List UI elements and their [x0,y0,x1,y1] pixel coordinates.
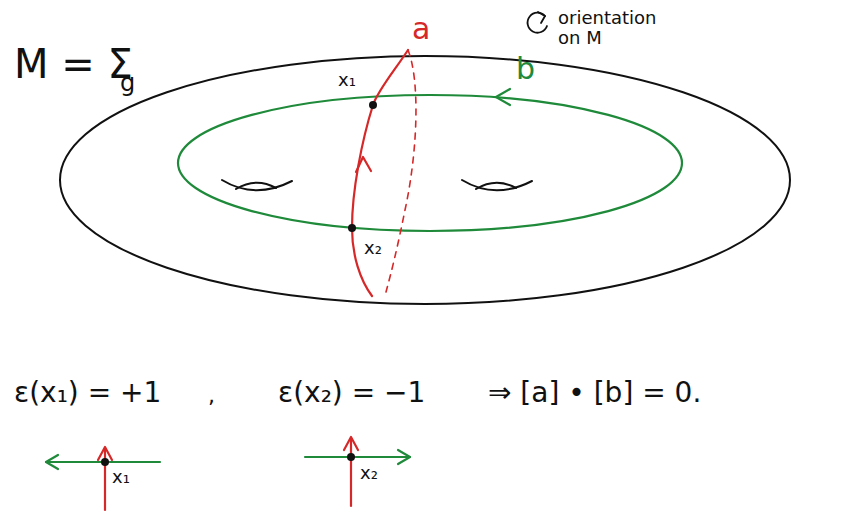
local-arrow [344,437,358,450]
local-a [350,438,352,506]
intersection-point [348,224,356,232]
curve-name: b [516,52,535,85]
hole [236,183,276,189]
intersection-point [347,453,355,461]
surface-name: M = Σ [14,42,133,86]
local-b [305,456,410,458]
intersection-result: ⇒ [a] • [b] = 0. [488,378,701,409]
hole [476,183,516,189]
curve-name: a [412,12,430,45]
intersection-point [101,458,109,466]
point-name: x₁ [112,467,130,487]
curve-arrow [496,89,510,105]
local-arrow [46,455,58,469]
sign-formula: ε(x₁) = +1 [14,378,161,409]
curve-a [352,50,408,296]
intersection-point [369,101,377,109]
orientation-symbol [538,12,545,23]
hole [462,180,532,190]
genus-subscript: g [120,70,135,96]
curve-arrow [356,157,371,172]
point-name: x₁ [338,70,356,90]
local-a [104,448,106,510]
point-name: x₂ [360,463,378,483]
point-name: x₂ [364,238,382,258]
hole [222,180,292,190]
local-arrow [398,450,410,464]
sign-formula: ε(x₂) = −1 [278,378,425,409]
surface-outline [60,56,790,304]
separator: , [208,384,215,408]
orientation-note: orientation on M [558,8,678,48]
orientation-symbol [528,13,547,33]
curve-b [178,95,682,231]
curve-a-hidden [386,50,416,292]
